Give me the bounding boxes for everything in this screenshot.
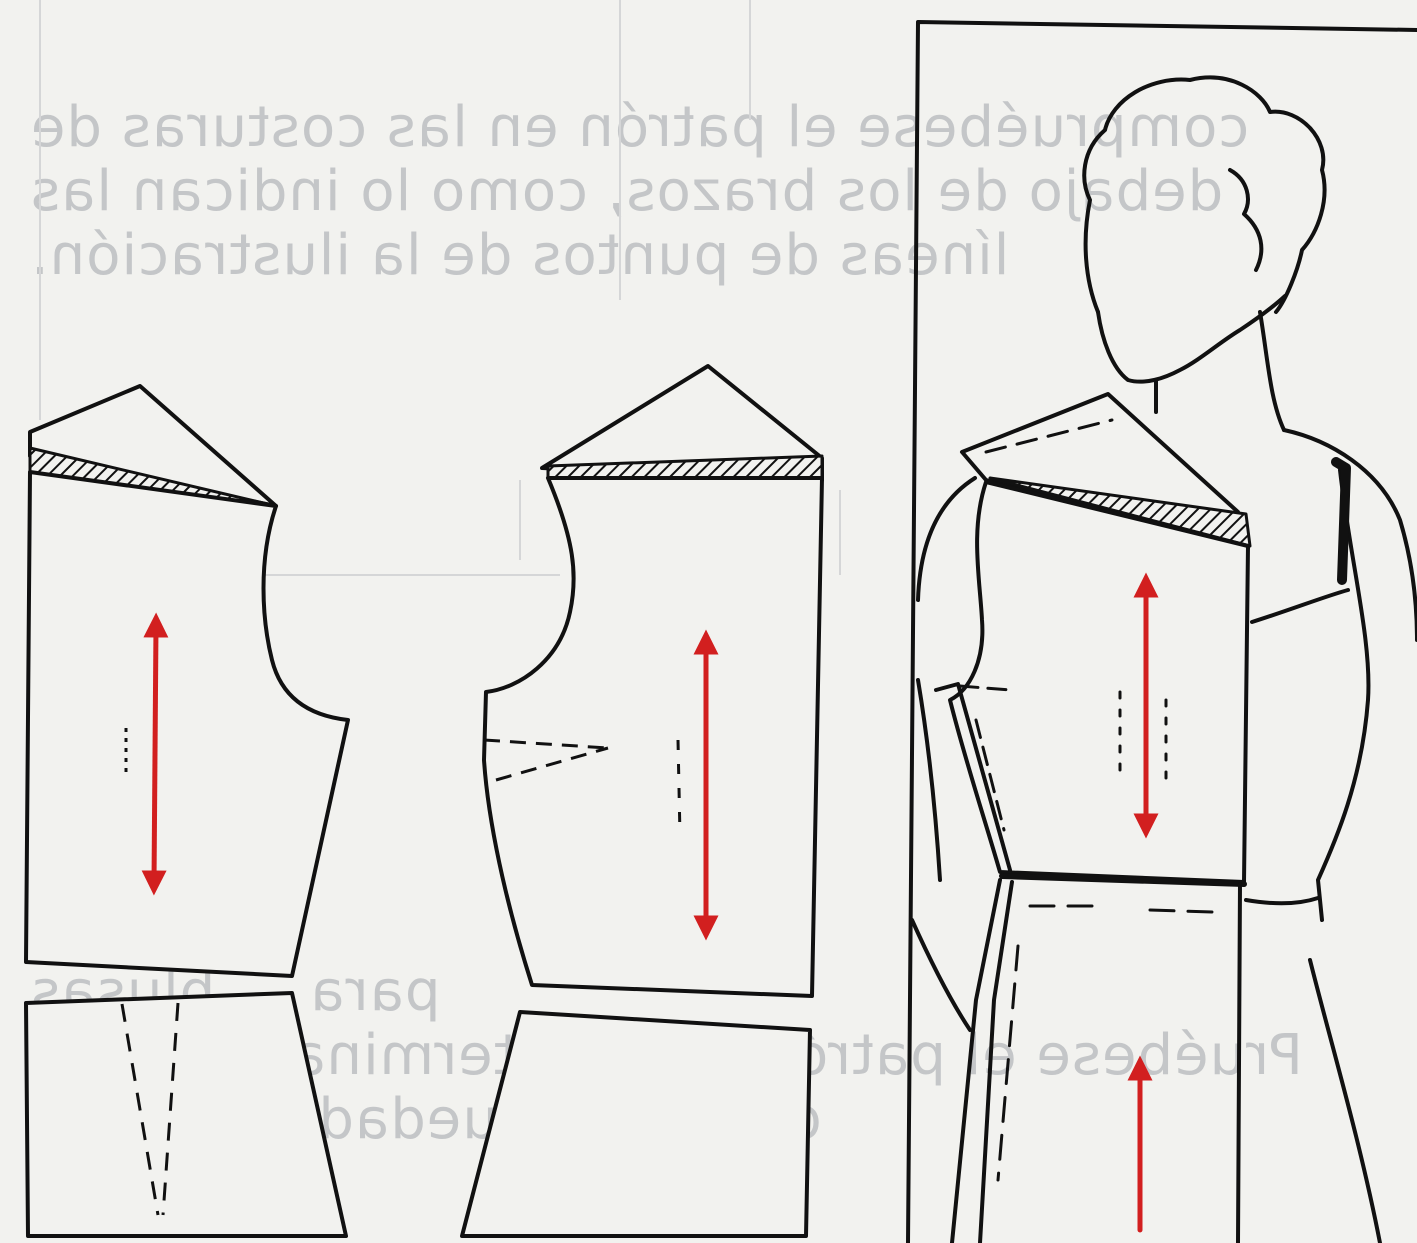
face	[1098, 296, 1285, 382]
bodice-pattern-flat	[26, 386, 348, 1236]
hip-right	[1310, 960, 1380, 1243]
bodice-outline	[26, 472, 348, 976]
waist-right	[1246, 898, 1318, 903]
hip-pins	[998, 906, 1212, 1180]
grain-arrow	[154, 625, 156, 883]
strap	[1336, 462, 1346, 580]
bust-line	[1252, 590, 1348, 622]
head-hair	[1084, 78, 1324, 312]
shoulder-left	[918, 478, 975, 600]
waist-piece	[462, 1012, 810, 1236]
skirt-left-edge	[952, 880, 1000, 1243]
waist-piece	[26, 993, 346, 1236]
bodice-pattern-with-side-dart	[462, 366, 822, 1236]
bodice-outline	[484, 478, 822, 996]
ear	[1230, 170, 1261, 270]
skirt-piece	[980, 882, 1240, 1243]
pattern-fitting-on-figure	[908, 22, 1417, 1243]
